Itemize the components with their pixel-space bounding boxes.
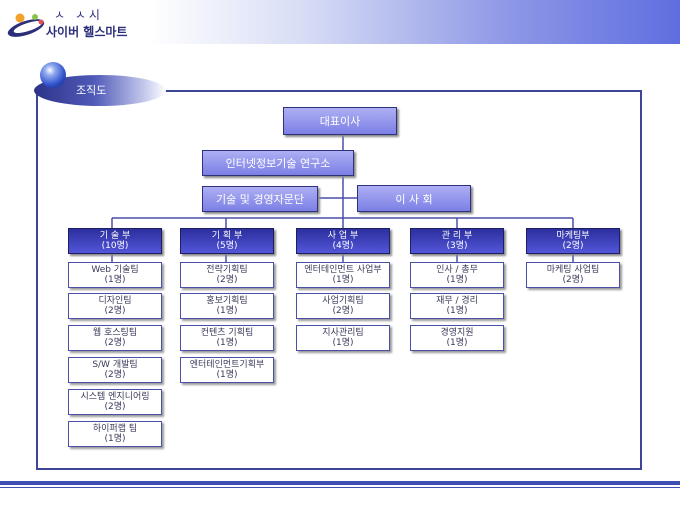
board-of-directors-box: 이 사 회 — [357, 185, 471, 212]
team-system-engineering: 시스템 엔지니어링 (2명) — [68, 389, 162, 415]
team-pr-planning: 홍보기획팀 (1명) — [180, 293, 274, 319]
team-web-hosting: 웹 호스팅팀 (2명) — [68, 325, 162, 351]
team-hr-general-affairs: 인사 / 총무 (1명) — [410, 262, 504, 288]
team-business-planning: 사업기획팀 (2명) — [296, 293, 390, 319]
footer-rule-thin — [0, 487, 680, 488]
research-institute-box: 인터넷정보기술 연구소 — [202, 150, 354, 176]
team-entertainment-planning: 엔터테인먼트기획부 (1명) — [180, 357, 274, 383]
team-marketing-business: 마케팅 사업팀 (2명) — [526, 262, 620, 288]
dept-technology: 기 술 부 (10명) — [68, 228, 162, 254]
team-finance-accounting: 재무 / 경리 (1명) — [410, 293, 504, 319]
logo-text-line1: ㅅ ㅅ시 — [54, 8, 103, 22]
logo-swoosh-icon — [7, 13, 45, 37]
team-strategy-planning: 전략기획팀 (2명) — [180, 262, 274, 288]
bullet-ball-icon — [40, 62, 66, 88]
logo: ㅅ ㅅ시 사이버 헬스마트 — [6, 4, 134, 42]
header-band — [0, 0, 680, 44]
logo-text-line2: 사이버 헬스마트 — [46, 25, 128, 39]
team-branch-management: 지사관리팀 (1명) — [296, 325, 390, 351]
team-management-support: 경영지원 (1명) — [410, 325, 504, 351]
footer-rule-thick — [0, 481, 680, 485]
team-contents-planning: 컨텐츠 기획팀 (1명) — [180, 325, 274, 351]
team-web-tech: Web 기술팀 (1명) — [68, 262, 162, 288]
ceo-box: 대표이사 — [283, 107, 397, 135]
team-entertainment-business: 엔터테인먼트 사업부 (1명) — [296, 262, 390, 288]
dept-marketing: 마케팅부 (2명) — [526, 228, 620, 254]
team-hyperlab: 하이퍼랩 팀 (1명) — [68, 421, 162, 447]
dept-planning: 기 획 부 (5명) — [180, 228, 274, 254]
dept-business: 사 업 부 (4명) — [296, 228, 390, 254]
team-sw-dev: S/W 개발팀 (2명) — [68, 357, 162, 383]
team-design: 디자인팀 (2명) — [68, 293, 162, 319]
dept-management: 관 리 부 (3명) — [410, 228, 504, 254]
advisory-board-box: 기술 및 경영자문단 — [202, 186, 318, 212]
